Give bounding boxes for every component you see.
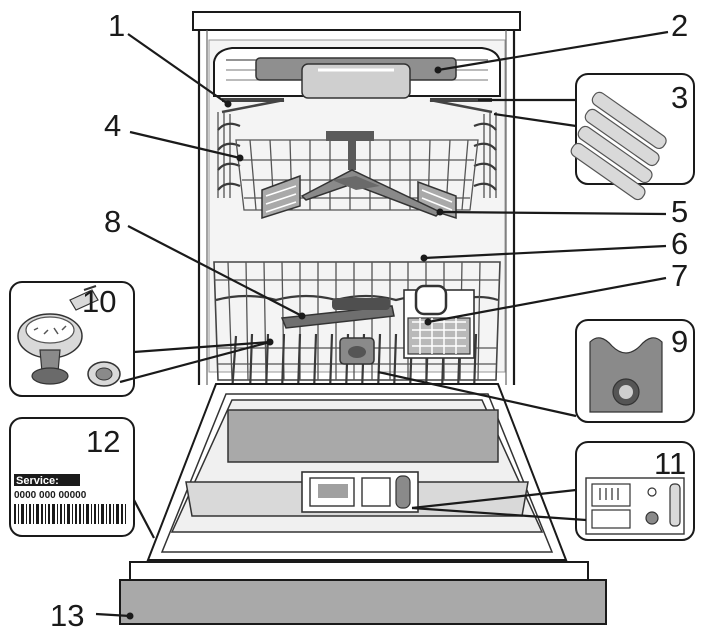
- callout-3: 3: [671, 80, 688, 115]
- leader-5-dot: [436, 208, 444, 216]
- detergent-dispenser: [301, 471, 419, 513]
- callout-2: 2: [671, 8, 688, 43]
- leader-3b: [493, 112, 577, 128]
- callout-6: 6: [671, 226, 688, 261]
- callout-9: 9: [671, 324, 688, 359]
- callout-labels: 1 2 3 4 5 6 7 8 9 10 11 12 13: [50, 8, 688, 631]
- callout-7: 7: [671, 258, 688, 293]
- callout-5: 5: [671, 194, 688, 229]
- worktop: [192, 11, 521, 31]
- callout-4: 4: [104, 108, 121, 143]
- leader-8-dot: [298, 312, 306, 320]
- leader-11b: [411, 506, 587, 522]
- service-label-band: [14, 474, 80, 486]
- leader-8: [127, 225, 303, 317]
- inset-filter: [9, 281, 135, 397]
- callout-13: 13: [50, 598, 84, 631]
- inset-salt-container: [575, 319, 695, 423]
- leader-7: [427, 276, 667, 324]
- leader-10b: [119, 340, 271, 384]
- leader-4: [129, 130, 241, 160]
- callout-1: 1: [108, 8, 125, 43]
- callout-12: 12: [86, 424, 120, 459]
- leader-1: [127, 33, 229, 105]
- leader-13: [95, 612, 131, 618]
- leader-10a: [133, 340, 271, 354]
- base-plinth: [119, 561, 607, 625]
- leader-lines: [95, 30, 669, 620]
- leader-6: [423, 244, 667, 260]
- callout-8: 8: [104, 204, 121, 239]
- door: [146, 383, 568, 561]
- upper-spray-arm: [300, 131, 442, 217]
- leader-12: [133, 499, 155, 539]
- lower-spray-arm: [280, 298, 395, 365]
- leader-4-dot: [236, 154, 244, 162]
- inset-dispenser: [575, 441, 695, 541]
- leader-7-dot: [424, 318, 432, 326]
- cutlery-basket: [403, 284, 475, 359]
- leader-11a: [411, 488, 577, 510]
- leader-5: [439, 210, 667, 216]
- upper-basket: [217, 112, 497, 220]
- service-title: Service:: [16, 475, 59, 487]
- leader-2: [437, 30, 669, 72]
- callout-10: 10: [82, 284, 116, 319]
- callout-11: 11: [654, 446, 686, 481]
- leader-6-dot: [420, 254, 428, 262]
- inset-service-label: Service: 0000 000 00000: [9, 417, 135, 537]
- inset-cutlery-holder: [570, 73, 695, 201]
- leader-9: [377, 370, 577, 418]
- barcode: [14, 504, 126, 524]
- service-number: 0000 000 00000: [14, 490, 87, 501]
- leader-2-dot: [434, 66, 442, 74]
- leader-1-dot: [224, 100, 232, 108]
- leader-13-dot: [126, 612, 134, 620]
- leader-10-dot: [266, 338, 274, 346]
